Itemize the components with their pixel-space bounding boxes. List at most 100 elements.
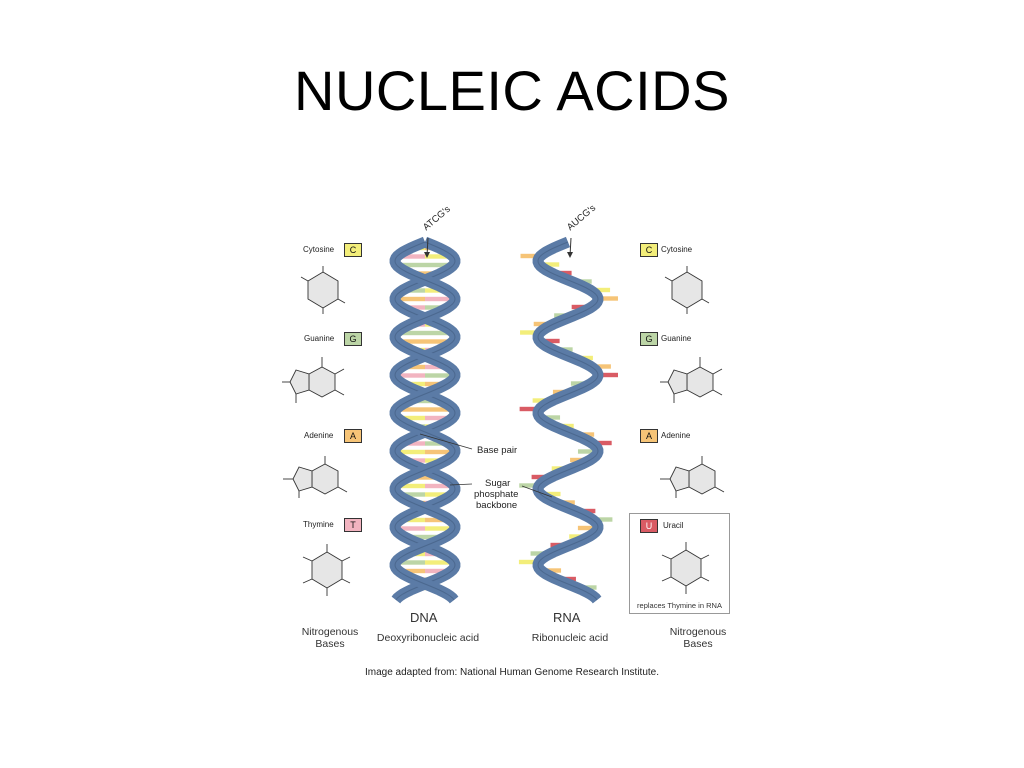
dna-base [425,407,454,412]
dna-base [396,407,425,412]
left-caption-line2: Bases [315,638,345,650]
rna-full-name: Ribonucleic acid [531,632,609,644]
adenine-badge-right: A [640,429,658,443]
dna-base [398,492,425,497]
rna-base [519,406,540,412]
uracil-structure [661,542,710,594]
dna-base [425,517,451,523]
molecule-structures [282,266,725,596]
dna-label: DNA [410,610,438,625]
rna-base [590,287,611,293]
dna-base [395,449,425,455]
dna-base [425,364,449,370]
right-caption-line1: Nitrogenous [669,626,727,638]
backbone-leader [449,483,473,486]
guanine-badge-right: G [640,332,658,346]
rna-base [540,491,561,497]
right-caption: Nitrogenous Bases [658,626,738,650]
thymine-badge-left: T [344,518,362,532]
dna-base [397,339,425,344]
dna-base [425,441,450,446]
image-credit: Image adapted from: National Human Genom… [364,667,660,678]
dna-base [399,517,425,523]
adenine-structure-right [660,456,725,498]
cytosine-label-right: Cytosine [661,245,693,254]
dna-base [395,526,425,531]
dna-base [425,373,455,378]
cytosine-badge-left: C [344,243,362,257]
dna-base [425,483,455,489]
rna-base [520,330,541,335]
cytosine-label-left: Cytosine [303,245,335,254]
dna-base [396,330,425,336]
rna-label: RNA [553,610,581,625]
guanine-label-right: Guanine [661,334,692,343]
dna-base [401,364,425,370]
dna-base [425,254,453,259]
uracil-panel [629,513,730,614]
rna-base [518,559,539,565]
uracil-note: replaces Thymine in RNA [637,601,722,610]
thymine-label-left: Thymine [303,520,334,529]
left-caption-line1: Nitrogenous [301,626,359,638]
rna-base [541,568,562,573]
dna-base [425,330,454,336]
dna-base [425,415,453,421]
dna-base [425,560,455,565]
dna-base [395,483,425,489]
guanine-structure-right [660,357,723,403]
rna-base [577,449,598,454]
rna-base [539,262,560,267]
rna-base [592,517,613,522]
guanine-label-left: Guanine [304,334,335,343]
dna-base [425,339,453,344]
cytosine-structure-left [300,266,346,314]
dna-base [425,296,455,302]
backbone-leader-right [521,485,553,498]
rna-base [591,440,612,446]
adenine-badge-left: A [344,429,362,443]
cytosine-structure-right [664,266,710,314]
right-caption-line2: Bases [683,638,713,650]
base-pair-leader [419,433,473,450]
backbone-label-line2: phosphate [474,489,519,500]
backbone-label-line1: Sugar [485,478,511,489]
dna-base [395,296,425,302]
dna-base [425,492,452,497]
dna-base [397,254,425,259]
uracil-label: Uracil [663,521,684,530]
slide-title: NUCLEIC ACIDS [294,59,730,122]
guanine-badge-left: G [344,332,362,346]
adenine-label-left: Adenine [304,431,334,440]
rna-base [577,525,598,531]
rna-base [597,296,618,301]
dna-base [398,568,425,574]
dna-base [395,373,425,378]
dna-base [400,441,425,446]
dna-base [425,568,452,574]
rna-base [598,372,618,378]
dna-base [396,262,425,268]
dna-backbone [389,236,461,604]
dna-base [397,415,425,421]
dna-base [425,526,455,531]
rna-bases [518,253,618,590]
dna-base [425,449,455,455]
base-pair-label: Base pair [477,445,518,456]
dna-full-name: Deoxyribonucleic acid [376,632,480,644]
rna-base [539,338,560,344]
thymine-structure-left [302,544,351,596]
cytosine-badge-right: C [640,243,658,257]
left-caption: Nitrogenous Bases [290,626,370,650]
dna-base [395,560,425,565]
uracil-badge: U [640,519,658,533]
rna-base [519,483,540,488]
adenine-structure-left [283,456,348,498]
dna-base [425,262,454,268]
rna-base [590,364,611,369]
rna-base [520,253,541,259]
adenine-label-right: Adenine [661,431,691,440]
backbone-label-line3: backbone [476,500,518,511]
rna-base [540,415,561,420]
